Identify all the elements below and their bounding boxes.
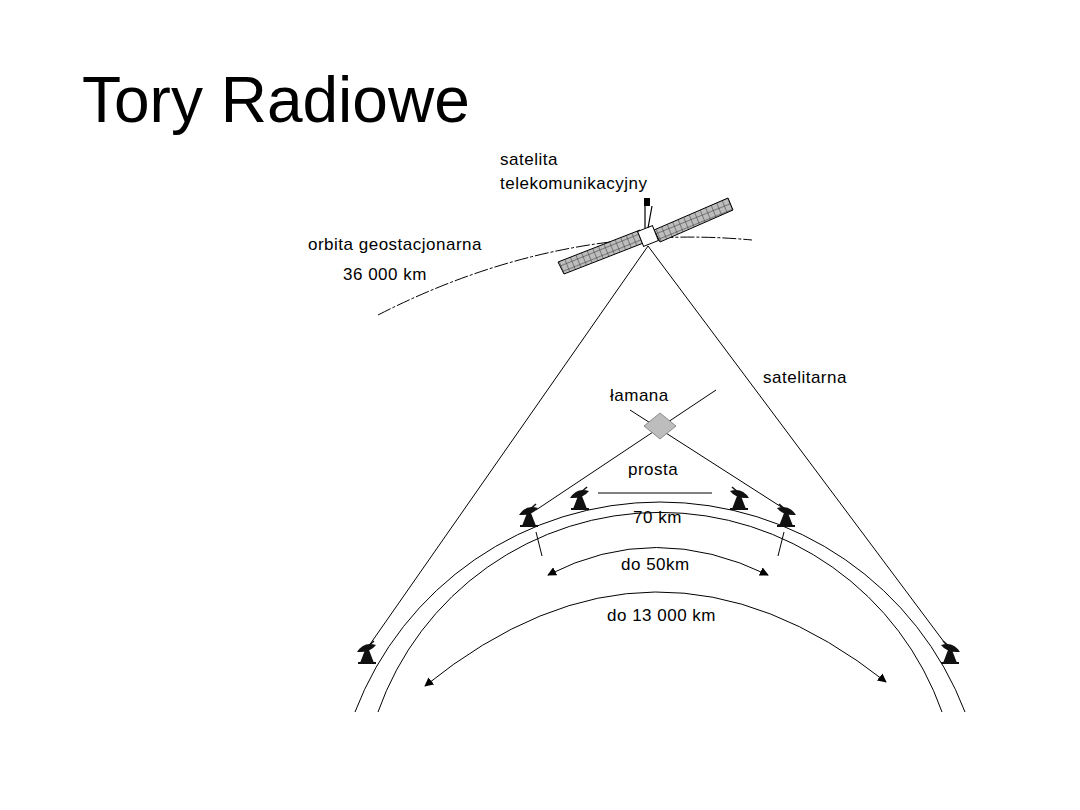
tick	[778, 532, 784, 556]
satellite-icon	[558, 198, 733, 274]
distance-label: do 50km	[621, 553, 690, 577]
earth-surface-inner	[378, 512, 942, 712]
slide-title: Tory Radiowe	[82, 64, 470, 136]
distance-label: 70 km	[633, 506, 682, 530]
satellite-label: satelita telekomunikacyjny	[500, 148, 690, 196]
scatter-volume	[644, 413, 676, 439]
distance-label: do 13 000 km	[607, 604, 716, 628]
altitude-label: 36 000 km	[343, 263, 427, 287]
earth-surface	[355, 502, 965, 712]
tick	[536, 532, 542, 556]
satellite-link	[366, 246, 648, 650]
path-label: satelitarna	[763, 366, 847, 390]
path-label: łamana	[610, 384, 669, 408]
range-arrow	[425, 592, 886, 686]
satellite-link	[648, 246, 950, 650]
line-of-sight	[598, 493, 712, 494]
scatter-link	[536, 390, 716, 510]
antenna-dish	[357, 487, 960, 663]
orbit-label: orbita geostacjonarna	[308, 233, 482, 257]
path-label: prosta	[628, 458, 678, 482]
